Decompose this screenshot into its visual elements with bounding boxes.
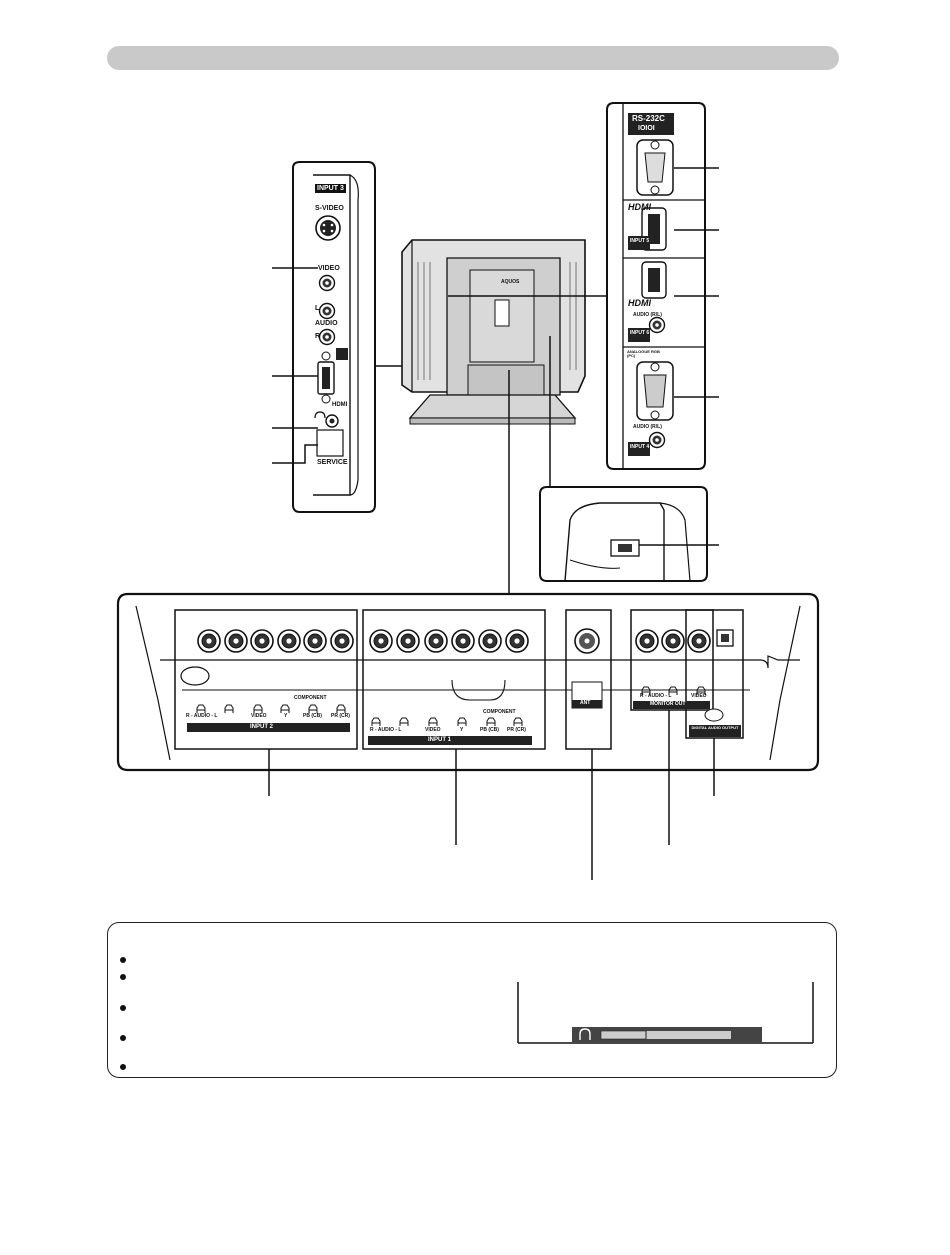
- rs232c-sub: IOIOI: [638, 125, 655, 132]
- input1-video-label: VIDEO: [425, 727, 441, 733]
- input3-label: INPUT 3: [315, 184, 346, 193]
- side-panel-closeup: [272, 161, 412, 513]
- input1-pb-label: PB (CB): [480, 727, 499, 733]
- svideo-label: S-VIDEO: [315, 205, 344, 212]
- ant-label: ANT: [580, 700, 591, 706]
- monitor-video-label: VIDEO: [691, 693, 707, 699]
- monitor-out-label: MONITOR OUT: [650, 701, 686, 707]
- note-bullet: [120, 957, 126, 963]
- service-label: SERVICE: [317, 459, 348, 466]
- digital-audio-output-label: DIGITAL AUDIO OUTPUT: [691, 725, 739, 730]
- tv-rear-view: [401, 239, 612, 596]
- input6-label: INPUT 6: [630, 330, 650, 336]
- input4-label: INPUT 4: [630, 444, 650, 450]
- input2-video-label: VIDEO: [251, 713, 267, 719]
- note-bullet: [120, 1035, 126, 1041]
- audio-rl-upper: AUDIO (R/L): [633, 312, 662, 318]
- hdmi-logo-upper: HDMI: [628, 202, 651, 212]
- input1-label: INPUT 1: [428, 737, 452, 743]
- rear-terminal-panel: [116, 592, 820, 772]
- hdmi-logo-lower: HDMI: [628, 298, 651, 308]
- input1-y-label: Y: [460, 727, 464, 733]
- rs232c-label: RS-232C: [632, 114, 665, 123]
- input5-label: INPUT 5: [630, 238, 650, 244]
- input2-y-label: Y: [284, 713, 288, 719]
- side-terminal-closeup: [606, 102, 719, 470]
- monitor-audio-label: R - AUDIO - L: [640, 693, 672, 699]
- input1-pr-label: PR (CR): [507, 727, 526, 733]
- input2-pr-label: PR (CR): [331, 713, 350, 719]
- component-label-input2: COMPONENT: [294, 695, 327, 701]
- audio-r-label: R: [315, 333, 321, 340]
- input2-audio-label: R - AUDIO - L: [186, 713, 218, 719]
- audio-rl-lower: AUDIO (R/L): [633, 424, 662, 430]
- input2-label: INPUT 2: [250, 724, 274, 730]
- component-label-input1: COMPONENT: [483, 709, 516, 715]
- tv-logo: AQUOS: [501, 279, 520, 285]
- input2-pb-label: PB (CB): [303, 713, 322, 719]
- hdmi-side-label: HDMI: [332, 402, 348, 408]
- screen-volume-illustration: [517, 982, 814, 1044]
- section-header-bar: [107, 46, 839, 70]
- input1-audio-label: R - AUDIO - L: [370, 727, 402, 733]
- audio-l-label: L: [315, 305, 320, 312]
- ac-inlet-closeup: [539, 486, 719, 582]
- audio-label: AUDIO: [315, 320, 338, 327]
- note-box: [107, 922, 837, 1078]
- note-bullet: [120, 974, 126, 980]
- analogue-rgb-label: ANALOGUE RGB (PC): [627, 349, 660, 358]
- video-label: VIDEO: [318, 265, 340, 272]
- note-bullet: [120, 1005, 126, 1011]
- note-bullet: [120, 1064, 126, 1070]
